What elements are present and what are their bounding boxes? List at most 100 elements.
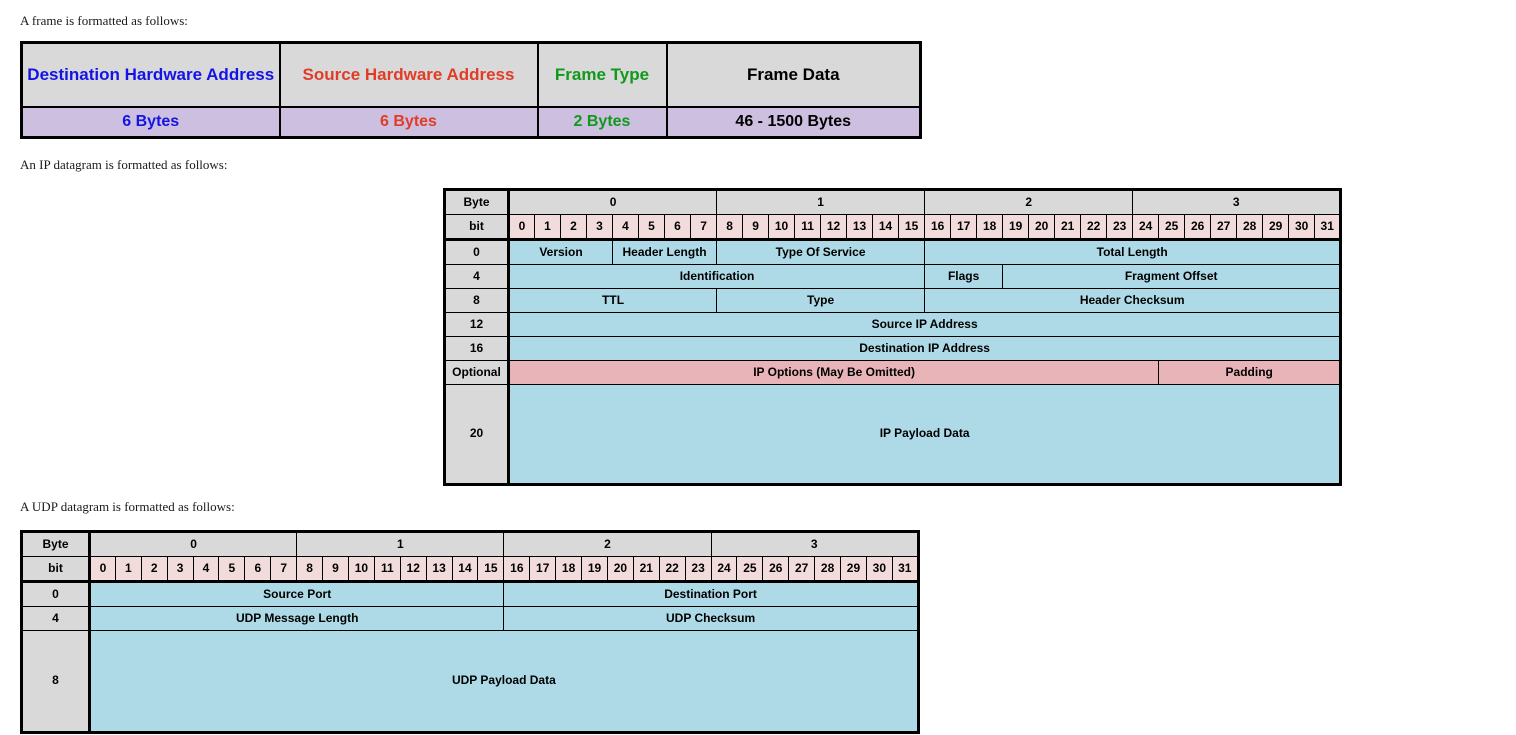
udp-bit-number-27: 27: [788, 556, 816, 582]
frame-field-size-1: 6 Bytes: [278, 106, 539, 139]
udp-bit-number-31: 31: [891, 556, 919, 582]
ip-bit-number-20: 20: [1028, 214, 1056, 240]
ip-byte-number-2: 2: [924, 189, 1134, 215]
ip-field-identification: Identification: [506, 264, 926, 289]
ip-offset-label-16: 16: [444, 336, 509, 361]
udp-bit-number-14: 14: [451, 556, 479, 582]
ip-bit-number-18: 18: [976, 214, 1004, 240]
udp-bit-number-19: 19: [581, 556, 608, 582]
ip-byte-number-3: 3: [1132, 189, 1342, 215]
udp-bit-corner-label: bit: [21, 556, 90, 582]
ip-bit-number-26: 26: [1184, 214, 1212, 240]
udp-bit-number-4: 4: [192, 556, 220, 582]
ip-bit-number-31: 31: [1314, 214, 1342, 240]
ip-bit-number-15: 15: [898, 214, 926, 240]
frame-field-size-3: 46 - 1500 Bytes: [665, 106, 922, 139]
ip-bit-number-0: 0: [507, 214, 535, 240]
ip-field-ttl: TTL: [506, 288, 718, 313]
frame-field-name-3: Frame Data: [665, 41, 922, 108]
udp-bit-number-26: 26: [762, 556, 790, 582]
udp-bit-number-23: 23: [684, 556, 712, 582]
ip-bit-number-23: 23: [1106, 214, 1134, 240]
ip-bit-number-13: 13: [846, 214, 874, 240]
ip-caption: An IP datagram is formatted as follows:: [20, 157, 228, 172]
udp-byte-corner-label: Byte: [21, 531, 90, 557]
udp-bit-number-21: 21: [632, 556, 660, 582]
ip-byte-number-1: 1: [716, 189, 926, 215]
udp-field-udp-checksum: UDP Checksum: [503, 606, 919, 631]
ip-bit-number-16: 16: [924, 214, 952, 240]
udp-bit-number-10: 10: [347, 556, 375, 582]
udp-caption: A UDP datagram is formatted as follows:: [20, 499, 235, 514]
ip-field-destination-ip-address: Destination IP Address: [506, 336, 1342, 361]
udp-field-destination-port: Destination Port: [503, 580, 919, 607]
ip-bit-corner-label: bit: [444, 214, 509, 240]
ip-offset-label-4: 4: [444, 264, 509, 289]
ip-bit-number-6: 6: [664, 214, 691, 240]
frame-caption: A frame is formatted as follows:: [20, 13, 188, 28]
udp-bit-number-3: 3: [166, 556, 194, 582]
frame-field-name-2: Frame Type: [536, 41, 668, 108]
frame-field-size-0: 6 Bytes: [20, 106, 281, 139]
ip-bit-number-19: 19: [1002, 214, 1030, 240]
ip-field-ip-payload-data: IP Payload Data: [506, 384, 1342, 485]
ip-field-padding: Padding: [1158, 360, 1342, 385]
udp-bit-number-28: 28: [814, 556, 842, 582]
ip-bit-number-29: 29: [1262, 214, 1290, 240]
ip-bit-number-2: 2: [560, 214, 587, 240]
udp-bit-number-1: 1: [114, 556, 142, 582]
ip-field-header-checksum: Header Checksum: [924, 288, 1342, 313]
ip-bit-number-1: 1: [534, 214, 561, 240]
ip-field-ip-options-may-be-omitted: IP Options (May Be Omitted): [506, 360, 1160, 385]
udp-bit-number-5: 5: [218, 556, 246, 582]
udp-bit-number-16: 16: [503, 556, 531, 582]
ip-bit-number-9: 9: [742, 214, 770, 240]
ip-bit-number-17: 17: [950, 214, 978, 240]
ip-field-type-of-service: Type Of Service: [716, 238, 926, 265]
udp-byte-number-2: 2: [503, 531, 712, 557]
ip-byte-corner-label: Byte: [444, 189, 509, 215]
udp-bit-number-8: 8: [296, 556, 324, 582]
udp-byte-number-0: 0: [87, 531, 298, 557]
ip-byte-number-0: 0: [506, 189, 718, 215]
ip-bit-number-12: 12: [820, 214, 848, 240]
ip-field-total-length: Total Length: [924, 238, 1342, 265]
ip-bit-number-27: 27: [1210, 214, 1238, 240]
udp-bit-number-15: 15: [477, 556, 505, 582]
udp-field-source-port: Source Port: [87, 580, 505, 607]
udp-bit-number-13: 13: [425, 556, 453, 582]
udp-offset-label-8: 8: [21, 630, 90, 733]
ip-bit-number-24: 24: [1132, 214, 1160, 240]
ip-offset-label-20: 20: [444, 384, 509, 485]
udp-bit-number-6: 6: [244, 556, 272, 582]
ip-field-flags: Flags: [924, 264, 1004, 289]
ip-field-type: Type: [716, 288, 926, 313]
udp-field-udp-payload-data: UDP Payload Data: [88, 630, 919, 733]
udp-byte-number-1: 1: [296, 531, 505, 557]
udp-byte-number-3: 3: [710, 531, 919, 557]
ip-field-source-ip-address: Source IP Address: [506, 312, 1342, 337]
ip-field-fragment-offset: Fragment Offset: [1002, 264, 1342, 289]
udp-bit-number-2: 2: [140, 556, 168, 582]
udp-offset-label-0: 0: [21, 580, 90, 607]
udp-bit-number-18: 18: [555, 556, 583, 582]
ip-bit-number-3: 3: [586, 214, 613, 240]
